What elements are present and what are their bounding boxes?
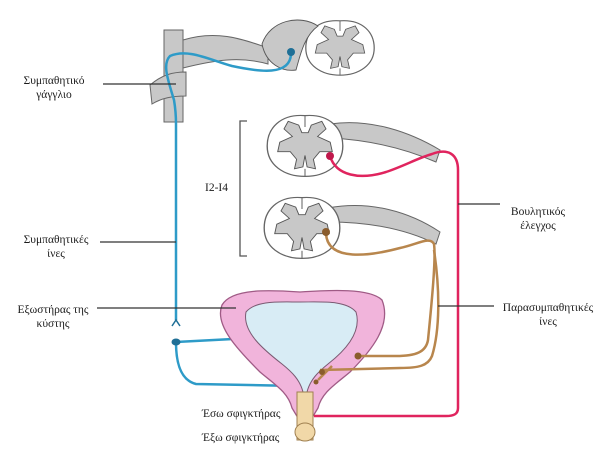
spinal-cord-section-1: [267, 115, 343, 176]
label-sympathetic-fibers: Συμπαθητικές ίνες: [10, 233, 102, 261]
segment-bracket: [240, 121, 247, 256]
label-voluntary-control-line1: Βουλητικός: [500, 205, 576, 219]
label-sympathetic-ganglion-line2: γάγγλιο: [8, 88, 100, 102]
label-parasympathetic-fibers: Παρασυμπαθητικές ίνες: [496, 301, 600, 329]
label-detrusor: Εξωστήρας της κύστης: [8, 303, 98, 331]
label-parasympathetic-fibers-line2: ίνες: [496, 315, 600, 329]
label-voluntary-control-line2: έλεγχος: [500, 219, 576, 233]
label-segment: I2-I4: [205, 181, 228, 195]
lower-spinal-nerve-lower: [328, 205, 440, 244]
parasympathetic-neuron-soma: [322, 228, 330, 236]
spinal-cord-section-2: [264, 197, 340, 258]
upper-spinal-cord-section: [262, 20, 374, 75]
urethra-sphincters: [295, 392, 315, 441]
label-sympathetic-fibers-line1: Συμπαθητικές: [10, 233, 102, 247]
label-parasympathetic-fibers-line1: Παρασυμπαθητικές: [496, 301, 600, 315]
label-sympathetic-fibers-line2: ίνες: [10, 247, 102, 261]
voluntary-neuron-soma: [326, 152, 334, 160]
label-sympathetic-ganglion-line1: Συμπαθητικό: [8, 74, 100, 88]
label-internal-sphincter: Έσω σφιγκτήρας: [202, 407, 280, 421]
sympathetic-neuron-soma: [287, 48, 295, 56]
label-external-sphincter: Έξω σφιγκτήρας: [202, 431, 279, 445]
label-sympathetic-ganglion: Συμπαθητικό γάγγλιο: [8, 74, 100, 102]
label-detrusor-line2: κύστης: [8, 317, 98, 331]
label-voluntary-control: Βουλητικός έλεγχος: [500, 205, 576, 233]
label-detrusor-line1: Εξωστήρας της: [8, 303, 98, 317]
